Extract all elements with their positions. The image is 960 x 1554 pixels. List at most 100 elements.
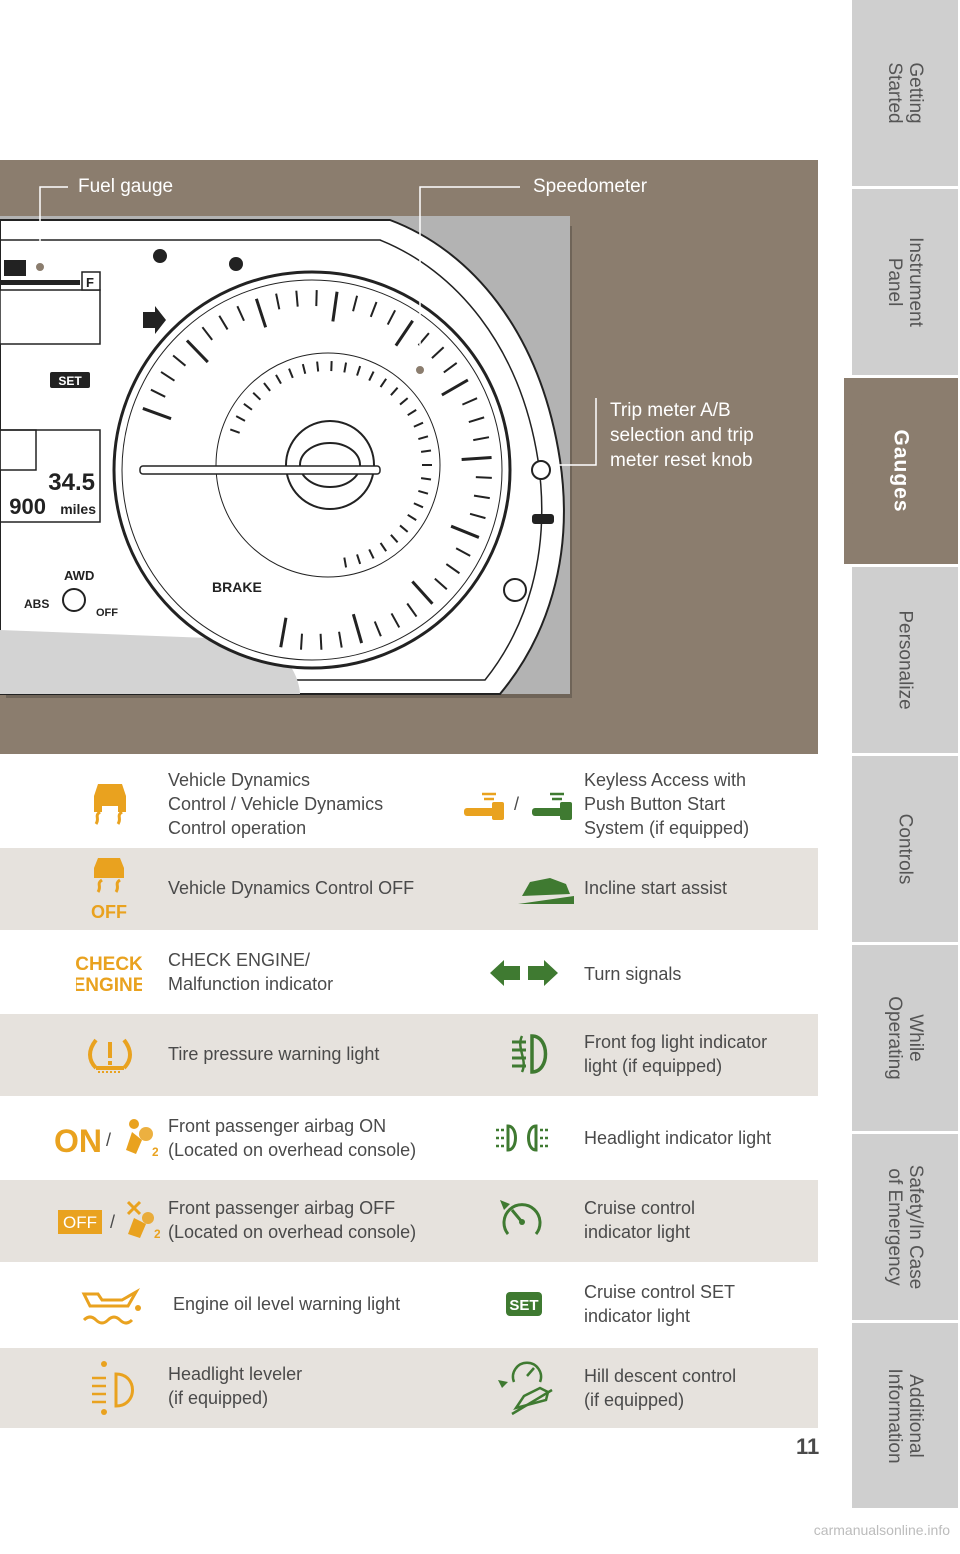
legend-right-text: Front fog light indicator light (if equi… [584, 1032, 768, 1076]
inner-dial-tick [301, 363, 307, 375]
inner-dial-tick [343, 557, 348, 568]
speedometer-tick [468, 416, 485, 424]
tab-personalize[interactable]: Personalize [852, 567, 958, 756]
speedometer-tick [338, 631, 343, 648]
speedometer-tick [295, 290, 299, 307]
inner-dial-tick [407, 513, 417, 521]
vdc-off-icon: OFF [86, 856, 132, 922]
fuel-gauge-marker [34, 261, 46, 273]
cluster-off-text: OFF [96, 607, 118, 619]
speedometer-tick [390, 612, 401, 628]
speedometer-tick [473, 436, 490, 442]
front-fog-light-icon [510, 1032, 550, 1076]
legend-left-text: Tire pressure warning light [168, 1044, 380, 1064]
speedometer-tick [441, 378, 469, 397]
fuel-gauge-callout: Fuel gauge [78, 176, 174, 197]
speedometer-tick [411, 580, 434, 605]
fuel-gauge-leader [39, 186, 68, 267]
cluster-bezel [0, 239, 543, 681]
keyless-key-icon [462, 790, 508, 820]
footer-watermark: carmanualsonline.info [813, 1522, 950, 1538]
legend-right-text: Incline start assist [584, 878, 728, 898]
tab-instrument-panel[interactable]: Instrument Panel [852, 189, 958, 378]
speedometer-tick [461, 455, 492, 462]
inner-dial-tick [413, 502, 424, 509]
legend-right-text: Keyless Access with Push Button Start Sy… [584, 770, 750, 838]
info-display-top [0, 289, 101, 345]
tab-getting-started[interactable]: Getting Started [852, 0, 958, 189]
table-row: OFF / 2 Front passenger airbag OFF (Loca… [0, 1180, 818, 1262]
tab-additional-information[interactable]: Additional Information [852, 1323, 958, 1511]
active-tab-arrow [844, 424, 862, 504]
svg-text:SET: SET [509, 1297, 538, 1314]
speedometer-tick [450, 524, 480, 539]
vdc-icon [88, 782, 132, 826]
passenger-airbag-off-icon: 2 [124, 1200, 160, 1240]
tab-while-operating[interactable]: While Operating [852, 945, 958, 1134]
speedometer-tick [473, 494, 490, 500]
table-row: Headlight leveler (if equipped) Hill des… [0, 1348, 818, 1428]
speedometer-leader [419, 186, 520, 370]
legend-right-text: Cruise control SET indicator light [584, 1282, 736, 1326]
table-row: OFF Vehicle Dynamics Control OFF Incline… [0, 848, 818, 930]
info-display-box [0, 429, 37, 471]
instrument-cluster-panel: F SET 34.5 900 miles BRAKE AWD ABS OFF F… [0, 160, 818, 754]
inner-dial-tick [275, 374, 282, 385]
tab-gauges[interactable]: Gauges [844, 378, 958, 567]
inner-dial-tick [390, 387, 399, 396]
inner-dial-tick [356, 365, 362, 376]
svg-text:2: 2 [154, 1227, 160, 1240]
cruise-set-icon: SET [506, 1292, 542, 1316]
speedometer-tick [150, 388, 166, 398]
cluster-set-badge [50, 372, 90, 388]
inner-dial-tick [316, 361, 320, 372]
inner-dial-tick [390, 534, 399, 543]
speedometer-tick [434, 577, 448, 591]
speedometer-ticks [142, 290, 492, 650]
inner-dial-tick [243, 403, 253, 411]
speedometer-tick [172, 354, 187, 367]
hill-descent-control-icon [496, 1356, 556, 1418]
passenger-airbag-on-icon: 2 [122, 1118, 158, 1158]
legend-left-text: Vehicle Dynamics Control / Vehicle Dynam… [168, 770, 384, 838]
speedometer-tick [160, 371, 176, 382]
needle-hub [285, 420, 375, 510]
inner-dial-tick [407, 409, 417, 417]
tab-safety[interactable]: Safety/In Case of Emergency [852, 1134, 958, 1323]
tab-label: Instrument Panel [884, 237, 926, 327]
speedometer-tick [445, 563, 461, 575]
speedometer-tick [394, 319, 414, 347]
speedometer-tick [461, 397, 478, 406]
legend-left-text: Engine oil level warning light [168, 1294, 401, 1314]
tab-label: Personalize [894, 610, 916, 710]
inner-dial [215, 352, 441, 578]
speedometer-tick [218, 315, 229, 330]
speedometer-tick [254, 298, 268, 328]
tab-controls[interactable]: Controls [852, 756, 958, 945]
inner-dial-tick [399, 524, 409, 533]
airbag-off-separator: / [110, 1212, 116, 1232]
cluster-incline-icon [532, 514, 554, 524]
tire-pressure-warning-icon [88, 1036, 132, 1076]
trip-meter-callout: Trip meter A/B selection and trip meter … [610, 400, 754, 471]
inner-dial-tick [379, 378, 387, 388]
airbag-on-text-icon: ON [52, 1120, 102, 1156]
inner-dial-tick [418, 489, 429, 495]
airbag-off-badge-icon: OFF [58, 1210, 102, 1234]
inner-dial-tick [420, 477, 432, 481]
trip-knob-leader [550, 398, 597, 466]
speedometer-tick [475, 476, 492, 479]
speedometer-marker [414, 364, 426, 376]
speedometer-tick [275, 293, 281, 310]
airbag-on-separator: / [106, 1130, 112, 1150]
inner-dial-tick [252, 392, 262, 401]
speedometer-tick [469, 512, 486, 520]
speedometer-tick [236, 305, 245, 322]
speedometer-tick [142, 407, 172, 421]
cluster-awd-text: AWD [64, 568, 94, 583]
odometer-unit: miles [60, 501, 96, 517]
inner-dial-tick [263, 382, 271, 392]
tab-label: Additional Information [884, 1367, 926, 1464]
footer: carmanualsonline.info [0, 1508, 960, 1554]
